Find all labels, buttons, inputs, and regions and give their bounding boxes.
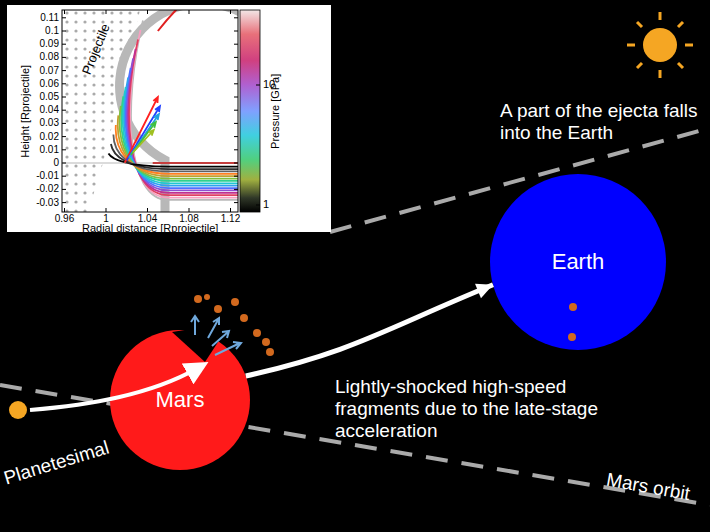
tick-label: 0.07 <box>22 65 59 77</box>
velocity-arrow <box>129 114 159 158</box>
velocity-arrow <box>125 97 158 163</box>
tick-label: 0.1 <box>22 25 59 37</box>
tick-label: 0.01 <box>22 144 59 156</box>
tick-label: 0.09 <box>22 38 59 50</box>
colorbar-tick: 10 <box>263 78 275 91</box>
axis-title: Height [Rprojectile] <box>19 65 32 158</box>
tick-label: 0 <box>22 157 59 169</box>
colorbar-tick: 1 <box>263 198 269 211</box>
tick-label: -0.01 <box>22 170 59 182</box>
orbit-label: Mars orbit <box>605 469 692 505</box>
tick-label: 0.11 <box>22 12 59 24</box>
planet-circle: Earth <box>490 174 666 350</box>
velocity-arrow <box>133 130 154 152</box>
tick-label: 0.02 <box>22 131 59 143</box>
velocity-arrow <box>127 106 160 160</box>
tick-label: -0.03 <box>22 197 59 209</box>
tick-label: 0.03 <box>22 117 59 129</box>
tick-label: -0.02 <box>22 183 59 195</box>
tick-label: 0.05 <box>22 91 59 103</box>
tick-label: 0.06 <box>22 78 59 90</box>
tick-label: 0.08 <box>22 51 59 63</box>
object-label: Planetesimal <box>1 437 111 490</box>
planet-name: Earth <box>552 249 605 275</box>
tick-label: 0.96 <box>55 213 74 225</box>
tick-label: 1 <box>103 213 109 225</box>
planet-circle: Mars <box>110 330 250 470</box>
note: A part of the ejecta falls into the Eart… <box>500 100 700 144</box>
tick-label: 1.08 <box>179 213 198 225</box>
tick-label: 1.12 <box>221 213 240 225</box>
tick-label: 1.04 <box>138 213 157 225</box>
velocity-arrow <box>131 122 156 155</box>
tick-label: 0.04 <box>22 104 59 116</box>
trajectory-arrow <box>246 284 493 376</box>
planet-name: Mars <box>156 387 205 413</box>
note: Lightly-shocked high-speed fragments due… <box>335 376 600 442</box>
